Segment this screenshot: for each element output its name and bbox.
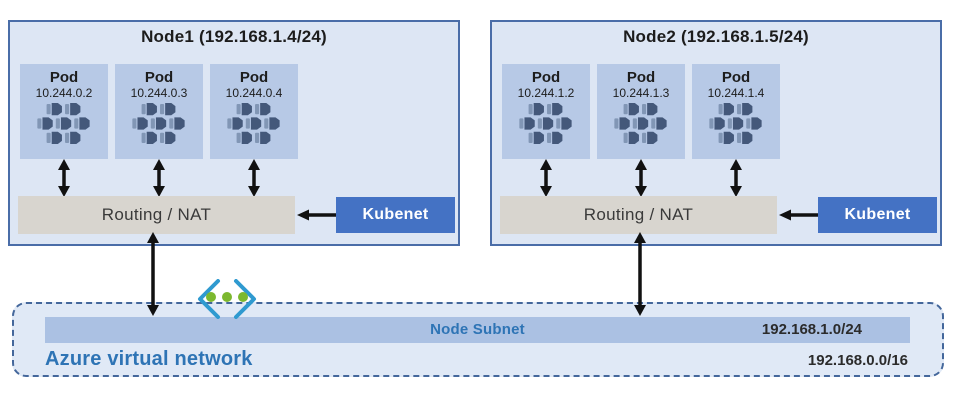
pod-routing-double-arrow-icon (729, 159, 743, 197)
pod-box: Pod 10.244.1.2 (502, 64, 590, 159)
container-cluster-icon (519, 103, 573, 144)
pod-ip: 10.244.1.2 (517, 86, 575, 100)
pod-label: Pod (144, 69, 174, 86)
node2-box: Node2 (192.168.1.5/24) Pod 10.244.1.2 Po… (490, 20, 942, 246)
node-subnet-cidr: 192.168.1.0/24 (761, 321, 862, 338)
pod-box: Pod 10.244.1.4 (692, 64, 780, 159)
pod-box: Pod 10.244.0.3 (115, 64, 203, 159)
node2-title: Node2 (192.168.1.5/24) (623, 27, 809, 46)
node2-subnet-double-arrow-icon (633, 231, 647, 317)
container-cluster-icon (37, 103, 91, 144)
pod-routing-double-arrow-icon (634, 159, 648, 197)
container-cluster-icon (132, 103, 186, 144)
container-cluster-icon (709, 103, 763, 144)
node1-title: Node1 (192.168.1.4/24) (141, 27, 327, 46)
pod-ip: 10.244.1.4 (707, 86, 765, 100)
pod-ip: 10.244.0.3 (130, 86, 188, 100)
node1-box: Node1 (192.168.1.4/24) Pod 10.244.0.2 Po… (8, 20, 460, 246)
kubenet-box: Kubenet (336, 197, 455, 233)
routing-nat-bar: Routing / NAT (18, 196, 295, 234)
virtual-network-icon (198, 279, 256, 319)
kubenet-box: Kubenet (818, 197, 937, 233)
pod-label: Pod (49, 69, 79, 86)
pod-routing-double-arrow-icon (539, 159, 553, 197)
pod-routing-double-arrow-icon (57, 159, 71, 197)
kubenet-routing-arrow-icon (296, 209, 337, 221)
pod-ip: 10.244.0.4 (225, 86, 283, 100)
node1-subnet-double-arrow-icon (146, 231, 160, 317)
pod-ip: 10.244.1.3 (612, 86, 670, 100)
azure-virtual-network-box: Node Subnet 192.168.1.0/24 Azure virtual… (12, 302, 944, 377)
pod-label: Pod (239, 69, 269, 86)
container-cluster-icon (227, 103, 281, 144)
kubenet-routing-arrow-icon (778, 209, 819, 221)
pod-label: Pod (626, 69, 656, 86)
pod-ip: 10.244.0.2 (35, 86, 93, 100)
node-subnet-bar: Node Subnet 192.168.1.0/24 (45, 317, 910, 343)
pod-box: Pod 10.244.0.2 (20, 64, 108, 159)
pod-label: Pod (721, 69, 751, 86)
pod-routing-double-arrow-icon (247, 159, 261, 197)
routing-nat-bar: Routing / NAT (500, 196, 777, 234)
pod-box: Pod 10.244.0.4 (210, 64, 298, 159)
pod-routing-double-arrow-icon (152, 159, 166, 197)
azure-virtual-network-label: Azure virtual network (45, 348, 253, 370)
node-subnet-label: Node Subnet (430, 321, 525, 338)
pod-label: Pod (531, 69, 561, 86)
container-cluster-icon (614, 103, 668, 144)
vnet-cidr: 192.168.0.0/16 (807, 352, 908, 369)
pod-box: Pod 10.244.1.3 (597, 64, 685, 159)
